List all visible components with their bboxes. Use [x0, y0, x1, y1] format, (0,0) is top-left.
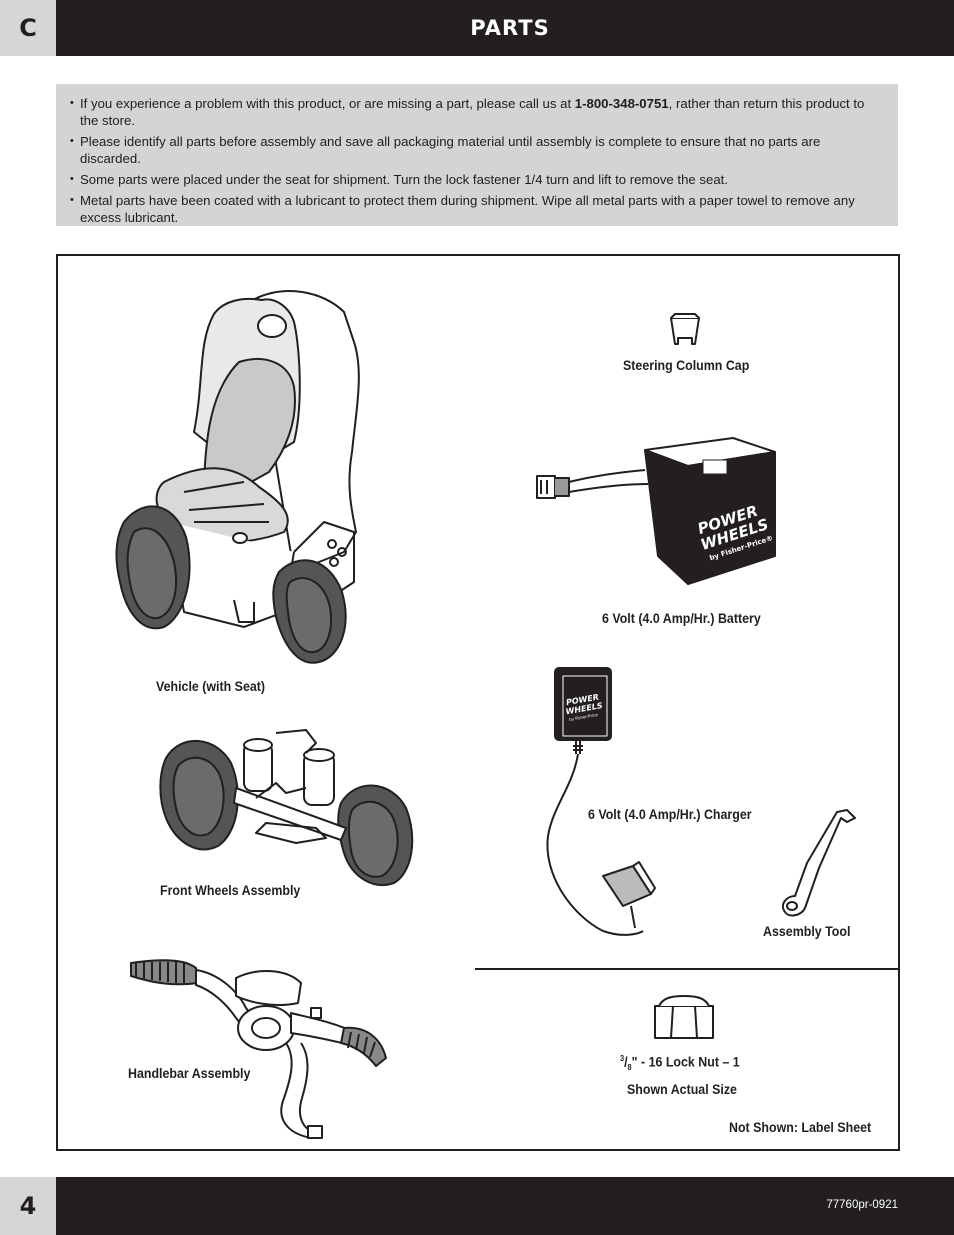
page-title: PARTS: [470, 16, 550, 40]
note-item: If you experience a problem with this pr…: [70, 95, 874, 129]
charger-label: 6 Volt (4.0 Amp/Hr.) Charger: [588, 807, 752, 822]
note-item: Please identify all parts before assembl…: [70, 133, 874, 167]
handlebar-label: Handlebar Assembly: [128, 1066, 251, 1081]
handlebar-illustration: [130, 959, 387, 1139]
steering-cap-icon: [670, 313, 700, 345]
svg-text:by Fisher-Price: by Fisher-Price: [569, 712, 599, 722]
lock-nut-size-label: Shown Actual Size: [627, 1082, 737, 1097]
assembly-tool-illustration: [781, 809, 856, 917]
notes-box: If you experience a problem with this pr…: [56, 84, 898, 226]
page-number: 4: [0, 1177, 56, 1235]
battery-illustration: POWER WHEELS by Fisher-Price®: [536, 437, 776, 585]
page-footer: 4 77760pr-0921: [0, 1177, 954, 1235]
page-header: C PARTS: [0, 0, 954, 56]
lock-nut-label: 3/8" - 16 Lock Nut – 1: [620, 1054, 740, 1073]
front-wheels-illustration: [159, 729, 414, 886]
lock-nut-icon: [654, 995, 714, 1039]
document-code: 77760pr-0921: [826, 1199, 898, 1211]
battery-label: 6 Volt (4.0 Amp/Hr.) Battery: [602, 611, 761, 626]
not-shown-label: Not Shown: Label Sheet: [729, 1120, 872, 1135]
assembly-tool-label: Assembly Tool: [763, 924, 851, 939]
parts-panel-right-bottom: 3/8" - 16 Lock Nut – 1 Shown Actual Size…: [475, 968, 900, 1151]
support-phone: 1-800-348-0751: [574, 96, 669, 111]
note-item: Metal parts have been coated with a lubr…: [70, 192, 874, 226]
parts-panel-left: Vehicle (with Seat) Front Wheels Assembl…: [56, 254, 478, 1151]
section-letter: C: [0, 0, 56, 56]
parts-panel-right-top: Steering Column Cap POWER WHEELS by Fish…: [475, 254, 900, 972]
front-wheels-label: Front Wheels Assembly: [160, 883, 301, 898]
charger-illustration: POWER WHEELS by Fisher-Price: [546, 667, 656, 936]
vehicle-illustration: [115, 290, 360, 664]
steering-cap-label: Steering Column Cap: [623, 358, 750, 373]
vehicle-label: Vehicle (with Seat): [156, 679, 266, 694]
note-item: Some parts were placed under the seat fo…: [70, 171, 874, 188]
